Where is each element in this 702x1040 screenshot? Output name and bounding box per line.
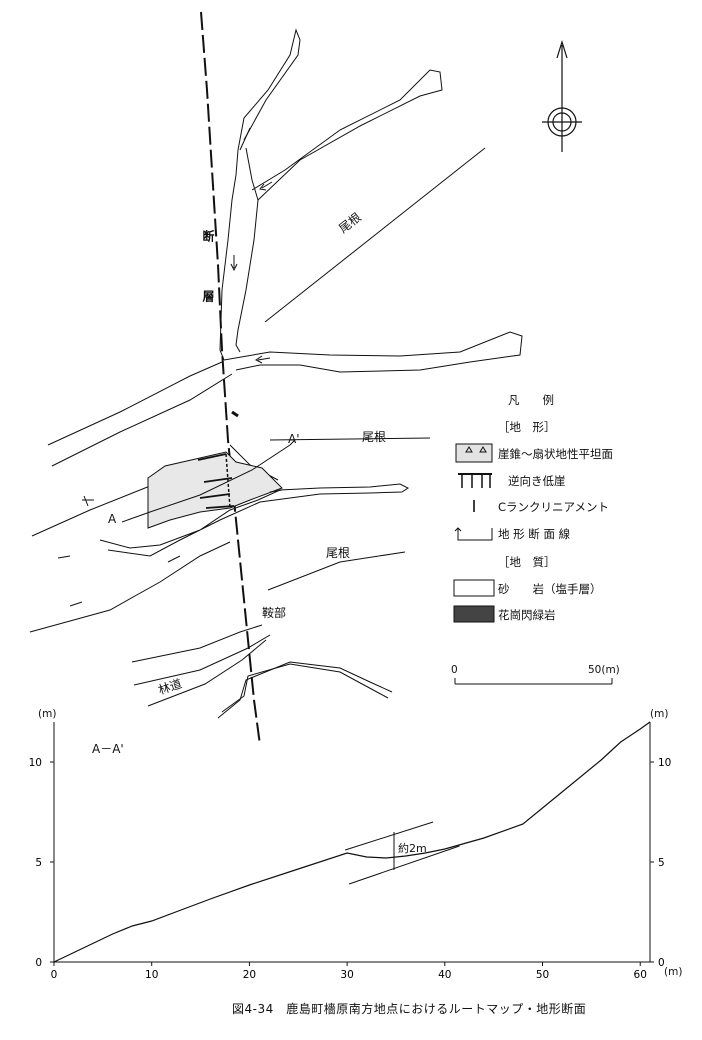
legend-geology-header: ［地 質］ — [498, 555, 556, 569]
legend-item-lineament: Cランクリニアメント — [498, 500, 609, 514]
legend-symbols — [453, 443, 495, 623]
ridge-label-3: 尾根 — [326, 546, 351, 560]
talus-fan-area — [147, 451, 283, 529]
legend-item-sandstone: 砂 岩（塩手層） — [498, 582, 602, 596]
section-a-label: A — [108, 512, 117, 526]
route-map — [29, 11, 523, 746]
y-tick-label-right: 10 — [658, 757, 671, 769]
section-line-a — [121, 439, 296, 523]
ridge-line-1 — [264, 147, 486, 323]
profile-title: A－A' — [92, 742, 124, 756]
x-tick-label: 10 — [145, 969, 158, 981]
x-tick-label: 40 — [438, 969, 451, 981]
fault-label-2: 層 — [201, 290, 215, 302]
x-tick-label: 0 — [51, 969, 58, 981]
legend-item-talus: 崖錐～扇状地性平坦面 — [498, 447, 613, 461]
y-tick-label-right: 5 — [658, 857, 665, 869]
profile-series-line — [53, 721, 651, 963]
profile-y-unit-left: (m) — [38, 708, 57, 720]
legend-item-scarp: 逆向き低崖 — [508, 474, 566, 488]
scale-bar — [454, 678, 613, 685]
legend-title: 凡 例 — [508, 393, 554, 407]
x-tick-label: 20 — [243, 969, 256, 981]
section-line-icon — [454, 527, 493, 541]
forest-road — [131, 624, 263, 663]
ridge-label-2: 尾根 — [362, 430, 387, 444]
x-tick-label: 60 — [634, 969, 647, 981]
profile-x-unit: (m) — [664, 966, 683, 978]
x-tick-label: 50 — [536, 969, 549, 981]
fault-line — [200, 11, 261, 746]
reverse-scarp-icon — [458, 473, 492, 488]
x-tick-label: 30 — [340, 969, 353, 981]
scale-start: 0 — [451, 664, 458, 676]
profile-annotation: 約2m — [398, 842, 427, 855]
ridge-line-3 — [267, 551, 406, 591]
legend-terrain-header: ［地 形］ — [498, 420, 556, 434]
y-tick-label-right: 0 — [658, 957, 665, 969]
scarp-guide-line — [345, 821, 434, 851]
figure-caption: 図4-34 鹿島町檣原南方地点におけるルートマップ・地形断面 — [232, 1002, 587, 1016]
y-tick-label-left: 0 — [35, 957, 42, 969]
granodiorite-swatch — [453, 605, 495, 623]
y-tick-label-left: 10 — [29, 757, 42, 769]
scarp-guide-line — [348, 845, 460, 885]
scale-end: 50(m) — [588, 664, 620, 676]
saddle-label: 鞍部 — [262, 606, 287, 620]
y-tick-label-left: 5 — [35, 857, 42, 869]
legend-item-granodiorite: 花崗閃緑岩 — [498, 608, 556, 622]
valley-stream — [219, 149, 239, 361]
profile-y-unit-right: (m) — [650, 708, 669, 720]
ridge-line-2 — [269, 437, 431, 441]
section-a-prime-label: A' — [288, 432, 300, 446]
fault-label-1: 断 — [201, 230, 215, 242]
north-arrow-icon — [542, 39, 582, 152]
legend-item-section: 地 形 断 面 線 — [498, 527, 571, 541]
reverse-scarp — [197, 453, 235, 509]
sandstone-swatch — [453, 579, 495, 597]
talus-fan-icon — [455, 443, 493, 463]
